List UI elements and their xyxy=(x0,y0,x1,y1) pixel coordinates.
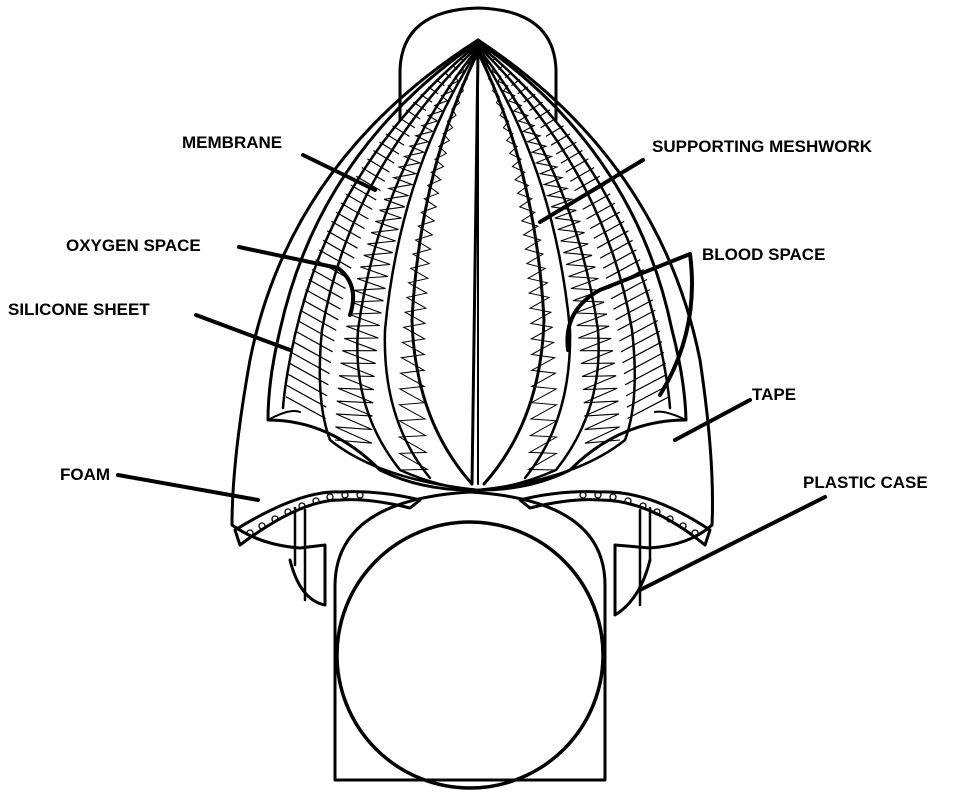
hatch-line xyxy=(286,397,326,419)
hatch-line xyxy=(624,352,664,373)
plastic-case-shell xyxy=(232,40,713,615)
label-supporting-meshwork: SUPPORTING MESHWORK xyxy=(652,137,873,156)
hatch-line xyxy=(295,331,332,352)
label-membrane: MEMBRANE xyxy=(182,133,282,152)
hatch-line xyxy=(614,290,650,310)
bottom-tube xyxy=(335,492,605,788)
hatch-line xyxy=(623,342,663,363)
label-oxygen-space: OXYGEN SPACE xyxy=(66,236,201,255)
hatch-line xyxy=(291,352,329,373)
leader-foam xyxy=(118,475,258,500)
leader-lines xyxy=(118,155,825,590)
hatch-line xyxy=(346,194,373,209)
label-plastic-case: PLASTIC CASE xyxy=(803,473,928,492)
hatch-line xyxy=(583,194,610,209)
mesh-zigzag xyxy=(478,48,620,443)
hatch-line xyxy=(600,240,632,258)
labels: MEMBRANE SUPPORTING MESHWORK OXYGEN SPAC… xyxy=(8,133,928,492)
label-tape: TAPE xyxy=(752,385,796,404)
oxygen-blood-layers xyxy=(320,46,635,490)
label-silicone-sheet: SILICONE SHEET xyxy=(8,300,150,319)
hatch-line xyxy=(603,250,636,268)
hatch-line xyxy=(290,363,329,385)
hatch-line xyxy=(621,331,660,352)
hatch-line xyxy=(616,300,653,320)
label-foam: FOAM xyxy=(60,465,110,484)
hatch-line xyxy=(293,342,331,363)
leader-oxygen-space xyxy=(239,247,353,315)
hatch-line xyxy=(288,374,327,396)
hatch-line xyxy=(625,363,666,385)
hatch-line xyxy=(618,310,656,330)
hatch-line xyxy=(298,321,335,342)
hatch-line xyxy=(309,280,343,299)
mesh-zigzag xyxy=(335,48,478,443)
label-blood-space: BLOOD SPACE xyxy=(702,245,825,264)
hatch-line xyxy=(306,290,341,310)
leader-silicone-sheet xyxy=(196,315,290,350)
hatch-line xyxy=(300,310,336,330)
hatch-line xyxy=(303,300,339,320)
leader-plastic-case xyxy=(640,497,825,590)
hatch-line xyxy=(619,321,657,342)
